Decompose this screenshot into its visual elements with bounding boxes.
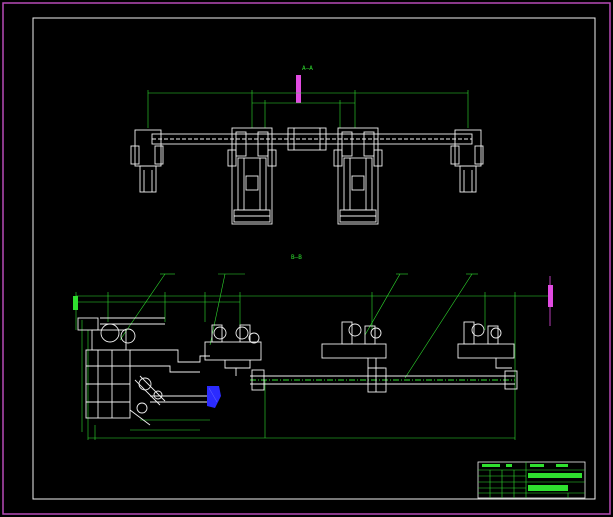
section-marker-a: [296, 75, 301, 103]
top-dimension-lines: [147, 90, 469, 128]
station-1: [204, 324, 262, 376]
main-shaft-bottom: [250, 367, 518, 393]
left-end-bracket: [130, 129, 164, 193]
section-marker-b: [548, 285, 553, 307]
gearbox-linkage: [129, 349, 215, 426]
station-2: [321, 321, 387, 392]
gearbox-block: [77, 317, 165, 419]
right-end-bracket: [450, 129, 484, 193]
blue-clamp: [207, 386, 221, 408]
section-view-a: A—A: [130, 65, 484, 225]
right-main-assembly: [333, 127, 383, 225]
section-view-b: B—B: [73, 254, 553, 440]
bottom-dimension-lines: [75, 273, 550, 440]
section-label-a: A—A: [302, 65, 313, 72]
station-3: [457, 321, 515, 369]
title-block: [477, 461, 586, 499]
left-green-marker: [73, 296, 78, 310]
left-main-assembly: [227, 127, 277, 225]
main-shaft-top: [151, 133, 473, 145]
section-label-b: B—B: [291, 254, 302, 261]
inner-border: [32, 17, 596, 500]
center-coupling: [287, 127, 327, 151]
